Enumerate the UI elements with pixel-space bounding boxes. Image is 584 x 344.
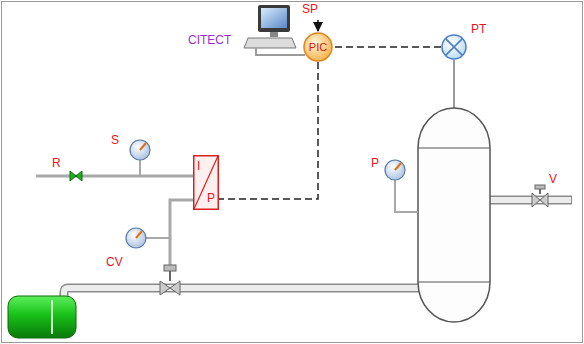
converter-input: I xyxy=(197,160,200,173)
outlet-valve xyxy=(539,189,541,194)
control-valve xyxy=(169,271,171,281)
supply-tank xyxy=(8,296,76,338)
outlet-valve xyxy=(535,185,545,189)
supply-tank xyxy=(51,300,53,334)
outlet-valve xyxy=(532,193,548,207)
keyboard xyxy=(244,38,296,48)
inlet-pipe xyxy=(64,288,420,298)
supply-tank xyxy=(8,296,76,338)
ip-converter-outline xyxy=(193,155,219,210)
signal-line xyxy=(219,62,318,199)
controller-bubble: PIC xyxy=(303,32,333,62)
supply-gauge xyxy=(130,140,150,160)
outlet-valve-tag: V xyxy=(549,173,557,187)
supply-gauge-tag: S xyxy=(111,134,119,148)
signal-line xyxy=(333,46,441,48)
computer-icon xyxy=(244,5,296,48)
outlet-valve xyxy=(532,185,548,207)
monitor xyxy=(258,5,290,32)
supply-gauge xyxy=(140,143,146,150)
monitor-screen xyxy=(261,8,287,28)
vessel xyxy=(418,108,490,322)
vessel xyxy=(418,282,490,283)
vessel xyxy=(418,148,490,149)
valve-gauge xyxy=(146,237,170,239)
pressure-gauge xyxy=(385,160,405,180)
inlet-pipe xyxy=(64,288,420,298)
supply-gauge xyxy=(130,140,150,176)
computer-link xyxy=(256,48,305,55)
valve-gauge xyxy=(136,231,142,238)
transmitter-bubble-outline xyxy=(441,34,467,60)
pressure-gauge-tag: P xyxy=(371,157,379,171)
label-holder: SP xyxy=(302,3,318,17)
pressure-gauge xyxy=(385,160,418,212)
inlet-pipe xyxy=(64,288,420,298)
regulator-tag: R xyxy=(52,157,61,171)
label-holder: S xyxy=(111,134,119,148)
transmitter-circle xyxy=(442,35,466,59)
converter-box xyxy=(194,156,219,210)
label-holder: R xyxy=(52,157,61,171)
regulator-symbol xyxy=(70,171,82,181)
air-signal-line xyxy=(170,200,193,266)
outlet-pipe xyxy=(488,196,572,205)
transmitter-tag: PT xyxy=(471,23,497,36)
valve-gauge xyxy=(126,228,146,248)
converter-divider xyxy=(194,156,218,209)
vessel xyxy=(418,108,490,322)
impulse-line xyxy=(453,60,455,110)
transmitter-cross xyxy=(446,39,463,56)
transmitter-bubble: PT xyxy=(441,34,467,60)
outlet-pipe xyxy=(488,197,571,203)
converter-output: P xyxy=(207,192,215,205)
label-holder: CV xyxy=(106,256,123,270)
valve-gauge xyxy=(126,228,170,248)
label-holder: P xyxy=(371,157,379,171)
ip-converter: IP xyxy=(193,155,219,210)
controller-circle xyxy=(304,33,332,61)
control-valve xyxy=(164,265,176,271)
control-valve xyxy=(160,281,180,295)
label-holder: CITECT xyxy=(188,34,231,48)
setpoint-tag: SP xyxy=(302,3,318,17)
valve-gauge-tag: CV xyxy=(106,256,123,270)
label-holder: V xyxy=(549,173,557,187)
computer-name: CITECT xyxy=(188,34,231,48)
air-supply-line xyxy=(36,175,193,178)
monitor-stand xyxy=(270,32,278,37)
pressure-gauge xyxy=(395,163,401,170)
supply-gauge xyxy=(139,160,141,176)
outlet-pipe xyxy=(488,200,572,201)
control-valve xyxy=(160,265,180,295)
controller-tag: PIC xyxy=(309,41,327,53)
pressure-gauge xyxy=(395,180,418,212)
setpoint-arrow xyxy=(317,20,319,31)
